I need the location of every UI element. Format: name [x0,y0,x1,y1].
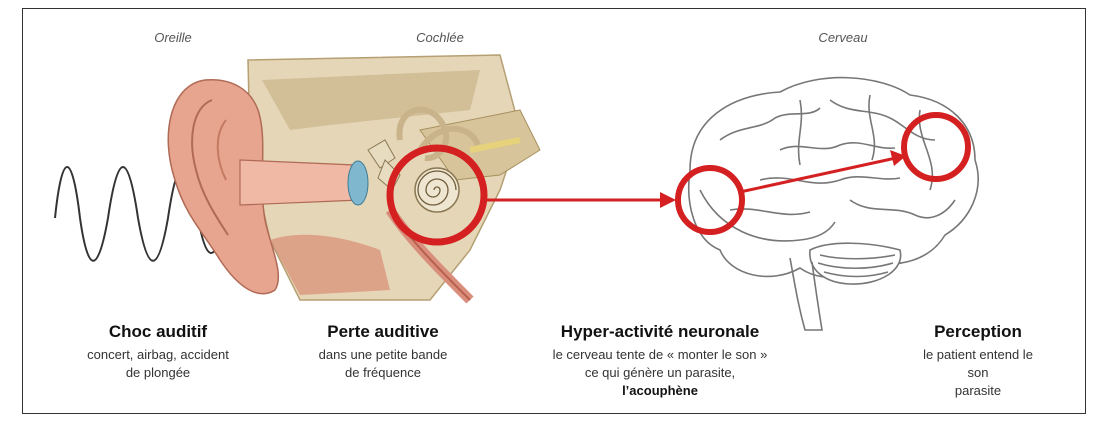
label-brain: Cerveau [818,30,867,45]
step-4-line-2: parasite [917,382,1039,400]
step-2-line-1: dans une petite bande [319,346,448,364]
caption-step-3: Hyper-activité neuronale le cerveau tent… [553,322,768,400]
step-1-line-2: de plongée [87,364,229,382]
caption-step-2: Perte auditive dans une petite bande de … [319,322,448,382]
cerebellum [810,243,901,284]
arrow-to-brain-head [660,192,676,208]
step-2-title: Perte auditive [319,322,448,342]
label-ear: Oreille [154,30,192,45]
step-4-line-1: le patient entend le son [917,346,1039,382]
step-1-title: Choc auditif [87,322,229,342]
step-1-line-1: concert, airbag, accident [87,346,229,364]
label-cochlea: Cochlée [416,30,464,45]
ear-canal [240,160,360,205]
step-2-line-2: de fréquence [319,364,448,382]
step-3-line-2: ce qui génère un parasite, [553,364,768,382]
step-3-title: Hyper-activité neuronale [553,322,768,342]
eardrum [348,161,368,205]
caption-step-1: Choc auditif concert, airbag, accident d… [87,322,229,382]
step-3-line-1: le cerveau tente de « monter le son » [553,346,768,364]
step-3-emphasis: l’acouphène [553,382,768,400]
caption-step-4: Perception le patient entend le son para… [917,322,1039,400]
cochlea-spiral [415,168,459,212]
step-4-title: Perception [917,322,1039,342]
